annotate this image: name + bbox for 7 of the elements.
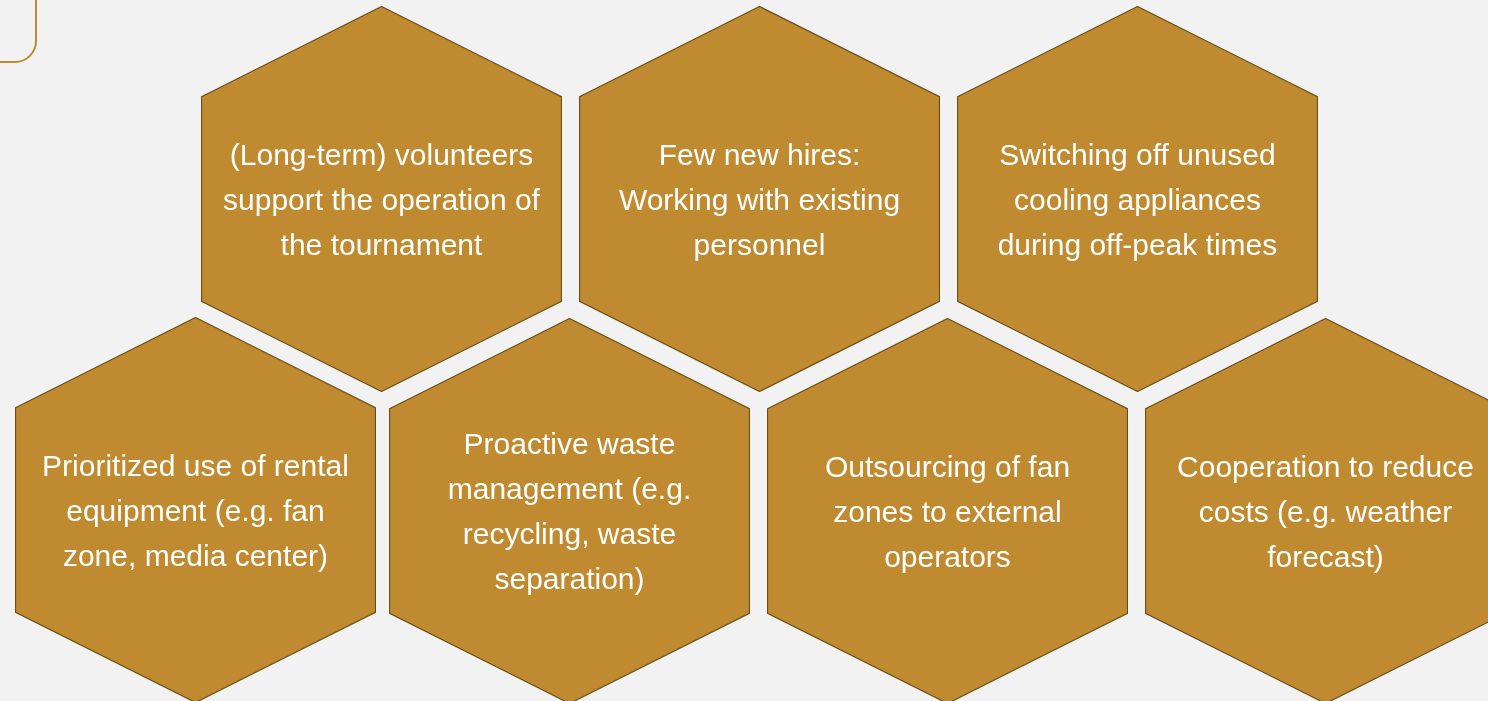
hexagon-text: Outsourcing of fan zones to external operators <box>823 448 1072 575</box>
hexagon-text: Few new hires: Working with existing personnel <box>617 136 902 263</box>
hexagon-text: Cooperation to reduce costs (e.g. weather forecast) <box>1176 448 1475 575</box>
hexagon-text: Prioritized use of rental equipment (e.g. fan zone, media center) <box>41 447 350 574</box>
hexagon-text: Proactive waste management (e.g. recycling, waste separation) <box>446 426 693 597</box>
hexagon-text: (Long-term) volunteers support the operation of the tournament <box>223 136 540 263</box>
hexagon-text: Switching off unused cooling appliances during off-peak times <box>996 136 1279 263</box>
